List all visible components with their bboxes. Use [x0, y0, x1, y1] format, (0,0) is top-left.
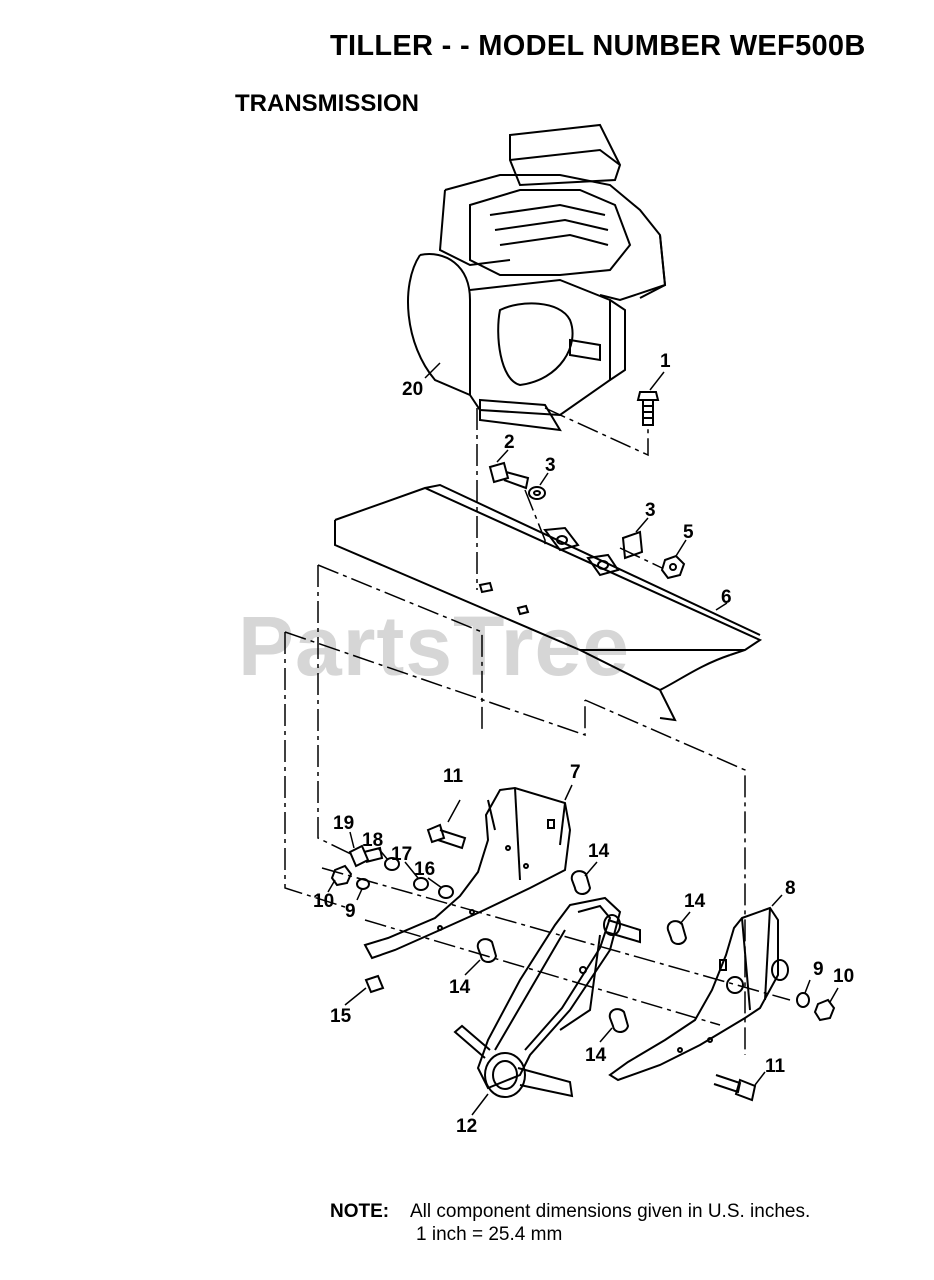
note-block: NOTE: All component dimensions given in U… [330, 1200, 810, 1246]
washer-part-16 [438, 885, 454, 899]
callout-9: 9 [345, 901, 356, 922]
spacer-part-14-c [476, 938, 498, 963]
section-title: TRANSMISSION [235, 90, 420, 117]
callout-10: 10 [313, 891, 334, 912]
callout-18: 18 [362, 830, 383, 851]
spacer-part-14-a [570, 870, 592, 895]
washer-part-17 [413, 877, 429, 891]
note-line-2: 1 inch = 25.4 mm [416, 1224, 563, 1245]
note-line-1: All component dimensions given in U.S. i… [410, 1201, 811, 1222]
watermark-text: PartsTree [238, 599, 630, 693]
washer-part-18 [384, 857, 400, 871]
washer-part-3-right [621, 530, 644, 560]
callout-11: 11 [765, 1056, 786, 1077]
washer-part-9-right [796, 992, 810, 1008]
callout-9: 9 [813, 959, 824, 980]
nut-part-10-left [330, 864, 353, 887]
note-label: NOTE: [330, 1201, 390, 1222]
spacer-part-14-b [666, 920, 688, 945]
callout-1: 1 [660, 351, 671, 372]
nut-part-10-right [813, 998, 836, 1022]
callout-14: 14 [684, 891, 706, 912]
callout-16: 16 [414, 859, 435, 880]
transmission-part-12 [453, 896, 641, 1098]
bracket-part-7 [363, 786, 572, 960]
callout-20: 20 [402, 379, 423, 400]
engine-part-20 [407, 123, 667, 432]
callout-19: 19 [333, 813, 354, 834]
bracket-part-8 [608, 906, 789, 1082]
callout-10: 10 [833, 966, 854, 987]
bolt-part-19 [348, 844, 384, 868]
callout-15: 15 [330, 1006, 352, 1027]
callout-7: 7 [570, 762, 581, 783]
shield-part-6 [334, 483, 763, 722]
nut-part-5 [660, 554, 686, 580]
bolt-part-2 [488, 461, 530, 490]
washer-part-3-left [528, 486, 546, 500]
bolt-part-1 [636, 391, 660, 426]
callout-2: 2 [504, 432, 515, 453]
callout-3: 3 [545, 455, 556, 476]
callout-3: 3 [645, 500, 656, 521]
callout-6: 6 [721, 587, 732, 608]
callout-14: 14 [449, 977, 471, 998]
callout-17: 17 [391, 844, 412, 865]
bolt-part-11-right [713, 1074, 757, 1102]
bolt-part-11-left [426, 823, 467, 850]
callout-5: 5 [683, 522, 694, 543]
callout-14: 14 [585, 1045, 607, 1066]
callout-11: 11 [443, 766, 464, 787]
nut-part-15 [364, 974, 385, 994]
callout-14: 14 [588, 841, 610, 862]
callout-8: 8 [785, 878, 796, 899]
washer-part-9-left [356, 878, 370, 890]
callout-12: 12 [456, 1116, 477, 1137]
spacer-part-14-d [608, 1008, 630, 1033]
page-title: TILLER - - MODEL NUMBER WEF500B [330, 30, 866, 62]
